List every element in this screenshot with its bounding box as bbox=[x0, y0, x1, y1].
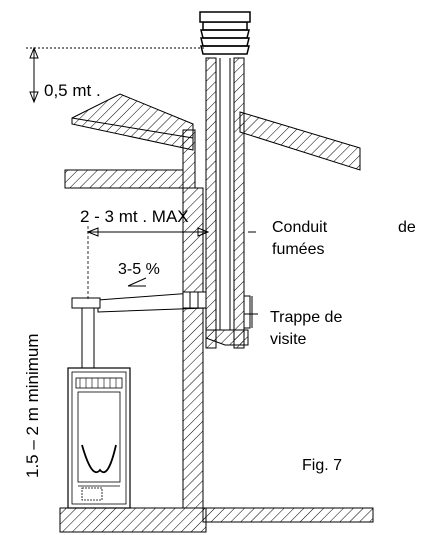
figure-label: Fig. 7 bbox=[302, 457, 342, 474]
height-above-roof-label: 0,5 mt . bbox=[44, 81, 101, 100]
flue-label-line2: fumées bbox=[272, 241, 324, 258]
trap-label-line2: visite bbox=[270, 331, 307, 348]
stove bbox=[67, 367, 131, 509]
slope-indicator bbox=[127, 277, 147, 287]
horizontal-max-dimension bbox=[86, 226, 210, 300]
roof-right bbox=[239, 111, 361, 171]
horizontal-max-label: 2 - 3 mt . MAX bbox=[80, 207, 189, 226]
flue-label-line1-right: de bbox=[398, 219, 416, 236]
trap-label-line1: Trappe de bbox=[270, 309, 342, 326]
vertical-min-label: 1.5 – 2 m minimum bbox=[23, 333, 42, 478]
roof-left bbox=[71, 93, 194, 151]
flue-label-line1: Conduit bbox=[272, 219, 328, 236]
floor bbox=[59, 507, 374, 533]
height-above-roof-dimension bbox=[26, 46, 205, 104]
ceiling-slab bbox=[64, 129, 196, 189]
wall bbox=[182, 187, 204, 509]
inspection-trap bbox=[243, 295, 253, 329]
slope-label: 3-5 % bbox=[118, 261, 160, 278]
flue-duct bbox=[205, 57, 249, 349]
connector-pipe bbox=[71, 291, 207, 369]
chimney-cap bbox=[199, 11, 251, 55]
